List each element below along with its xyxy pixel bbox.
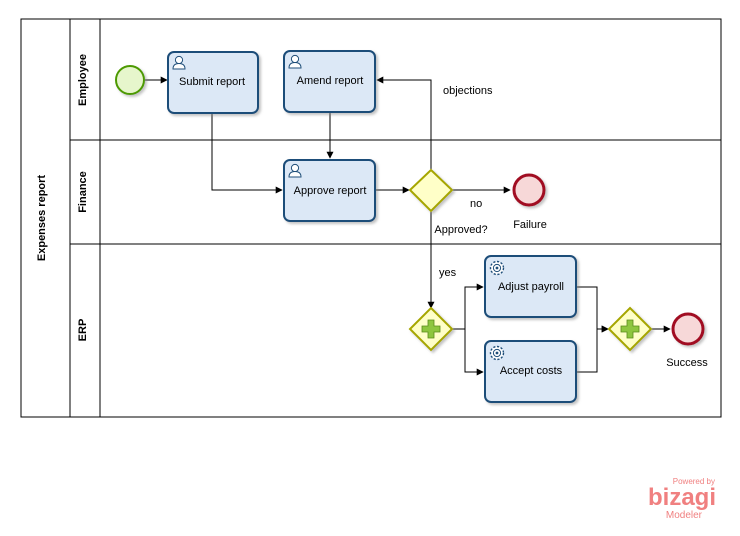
flow-split-to-costs[interactable] xyxy=(453,328,484,376)
gear-icon xyxy=(489,345,505,361)
sequence-flows xyxy=(145,76,671,376)
gateway-parallel-split[interactable] xyxy=(408,306,454,352)
gateway-approved[interactable] xyxy=(408,168,454,213)
task-label-costs: Accept costs xyxy=(500,365,563,377)
flow-costs-to-join[interactable] xyxy=(577,325,609,373)
task-label-amend: Amend report xyxy=(297,75,364,87)
watermark-powered: Powered by xyxy=(673,477,715,486)
lane-title-employee: Employee xyxy=(77,54,89,106)
plus-icon xyxy=(421,319,441,339)
flow-label-objections: objections xyxy=(443,85,493,97)
task-label-submit: Submit report xyxy=(179,76,245,88)
end-event-failure[interactable] xyxy=(512,173,546,207)
watermark-brand: bizagi xyxy=(648,484,716,511)
task-adjust-payroll[interactable]: Adjust payroll xyxy=(484,255,577,318)
task-submit-report[interactable]: Submit report xyxy=(167,51,259,114)
plus-icon xyxy=(620,319,640,339)
gear-icon xyxy=(489,260,505,276)
task-label-payroll: Adjust payroll xyxy=(498,281,564,293)
start-event-circle[interactable] xyxy=(115,65,145,95)
end-label-success: Success xyxy=(666,357,708,369)
start-event[interactable] xyxy=(115,65,145,95)
lane-title-erp: ERP xyxy=(77,319,89,342)
watermark-product: Modeler xyxy=(666,510,703,521)
flow-objections[interactable] xyxy=(376,76,432,170)
gateway-label-approved: Approved? xyxy=(434,224,487,236)
user-icon xyxy=(172,55,186,70)
task-label-approve: Approve report xyxy=(294,185,367,197)
pool-title: Expenses report xyxy=(36,175,48,262)
end-event-success[interactable] xyxy=(671,312,705,346)
flow-label-yes: yes xyxy=(439,267,457,279)
lane-title-finance: Finance xyxy=(77,171,89,213)
flow-label-no: no xyxy=(470,198,482,210)
bizagi-watermark: Powered by bizagi Modeler xyxy=(648,477,716,521)
user-icon xyxy=(288,163,302,178)
task-approve-report[interactable]: Approve report xyxy=(283,159,376,222)
task-amend-report[interactable]: Amend report xyxy=(283,50,376,113)
flow-submit-to-approve[interactable] xyxy=(211,113,283,194)
user-icon xyxy=(288,54,302,69)
end-label-failure: Failure xyxy=(513,219,547,231)
gateway-parallel-join[interactable] xyxy=(607,306,653,352)
task-accept-costs[interactable]: Accept costs xyxy=(484,340,577,403)
